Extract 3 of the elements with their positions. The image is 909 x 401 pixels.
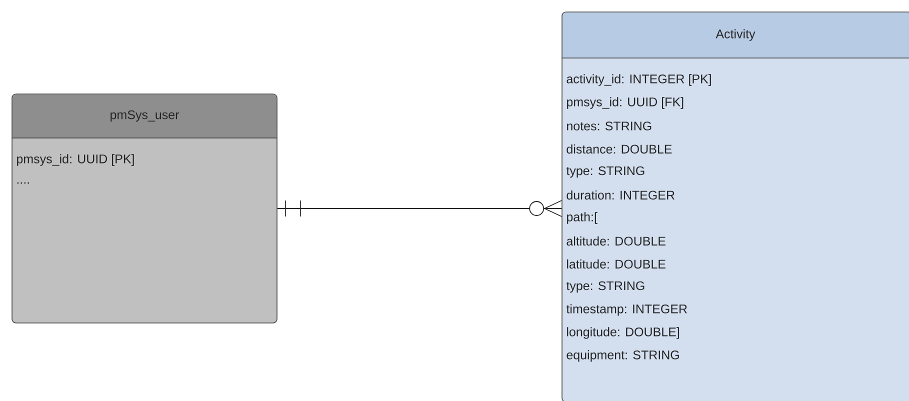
entity-box: Activity activity_id: INTEGER [PK] pmsys_id: UUID [FK] notes: STRING distance: DOUBLE type: STRING duration: INTEGER path:[ altitude: DOUBLE latitude: DOUBLE type: STRING timestamp: INTEGER longitude: DOUBLE] equipment: STRING [562,12,909,401]
entity-box: pmSys_user pmsys_id: UUID [PK] .... [12,94,278,324]
relationship-line [276,200,562,217]
